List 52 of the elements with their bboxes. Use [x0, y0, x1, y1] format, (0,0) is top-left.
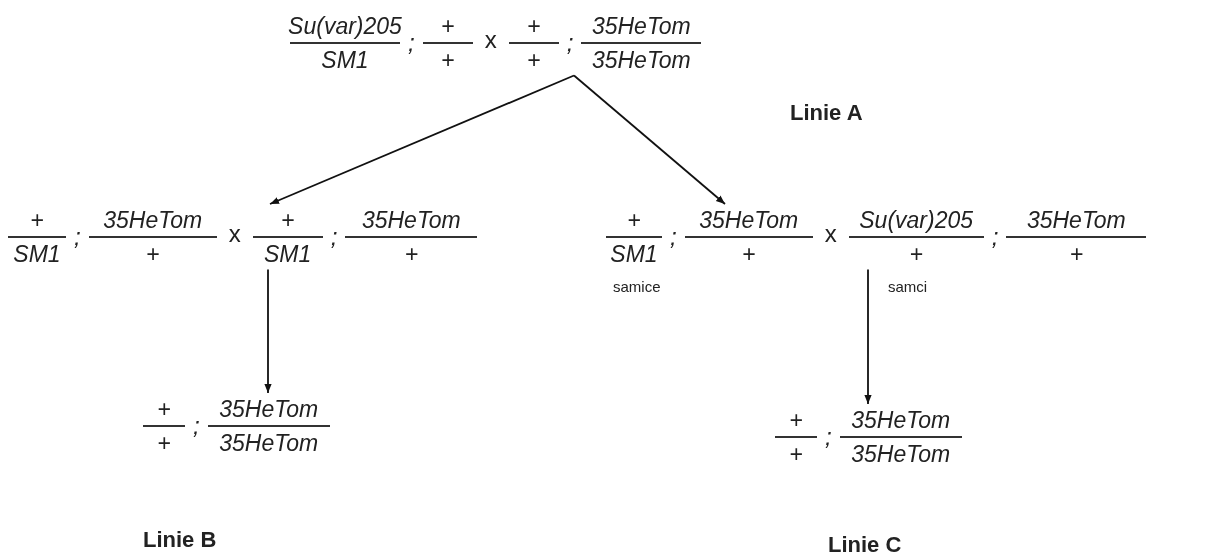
allele-label: SM1 [610, 239, 658, 268]
separator: ; [193, 411, 200, 440]
allele-label: SM1 [264, 239, 312, 268]
allele-label: + [157, 395, 171, 423]
line-label: Linie C [828, 531, 902, 558]
arrow [269, 74, 575, 205]
allele-label: + [789, 439, 803, 468]
allele-label: Su(var)205 [288, 12, 402, 40]
allele-label: + [789, 406, 803, 434]
allele-label: 35HeTom [591, 12, 691, 40]
line-label: Linie B [143, 526, 217, 554]
separator: ; [670, 222, 677, 251]
separator: ; [330, 222, 338, 251]
allele-label: + [1069, 239, 1084, 268]
sex-label: samice [613, 277, 661, 297]
cross-symbol: x [484, 25, 497, 54]
allele-label: + [526, 12, 541, 40]
allele-label: 35HeTom [219, 395, 319, 423]
sex-label: samci [888, 277, 928, 297]
allele-label: 35HeTom [219, 428, 319, 457]
arrow [864, 268, 872, 405]
allele-label: + [280, 206, 295, 234]
allele-label: + [440, 45, 455, 74]
separator: ; [408, 28, 415, 57]
allele-label: 35HeTom [103, 206, 203, 234]
arrow [573, 74, 726, 205]
cross-symbol: x [824, 219, 837, 248]
allele-label: 35HeTom [851, 406, 951, 434]
separator: ; [991, 222, 999, 251]
allele-label: + [145, 239, 160, 268]
allele-label: + [30, 206, 44, 234]
allele-label: SM1 [321, 45, 369, 74]
allele-label: + [627, 206, 641, 234]
separator: ; [74, 222, 81, 251]
allele-label: 35HeTom [361, 206, 461, 234]
allele-label: + [157, 428, 171, 457]
allele-label: 35HeTom [851, 439, 951, 468]
arrow [264, 268, 272, 394]
allele-label: 35HeTom [591, 45, 691, 74]
cross-symbol: x [228, 219, 241, 248]
separator: ; [566, 28, 574, 57]
line-label: Linie A [790, 99, 863, 127]
allele-label: + [526, 45, 541, 74]
allele-label: Su(var)205 [859, 206, 974, 234]
allele-label: + [741, 239, 756, 268]
allele-label: 35HeTom [1026, 206, 1126, 234]
allele-label: + [440, 12, 455, 40]
allele-label: 35HeTom [699, 206, 799, 234]
separator: ; [825, 422, 832, 451]
allele-label: + [909, 239, 923, 268]
allele-label: + [404, 239, 419, 268]
allele-label: SM1 [13, 239, 61, 268]
